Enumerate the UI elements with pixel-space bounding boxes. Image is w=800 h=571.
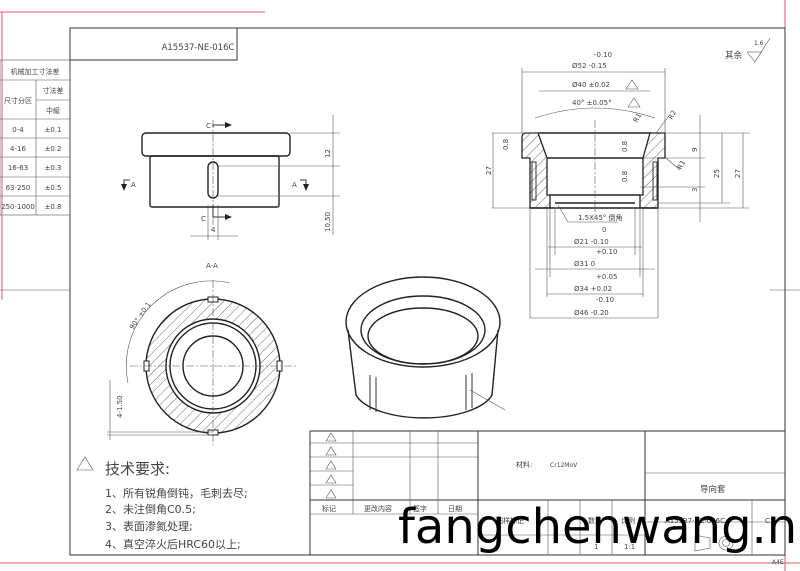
- part-name: 导向套: [700, 484, 726, 495]
- dim-d46: Ø46 -0.20: [574, 309, 609, 317]
- header-date: 日期: [448, 505, 462, 513]
- header-mark: 标记: [322, 504, 336, 513]
- radius-r2: R2: [667, 109, 679, 121]
- row-range: 4-16: [10, 145, 26, 153]
- slot-dim: 4-1.50: [116, 395, 124, 418]
- material-value: Cr12MoV: [550, 462, 578, 469]
- material-label: 材料:: [516, 460, 532, 469]
- dim-d21-upper: 0: [602, 226, 606, 234]
- row-range: 16-63: [8, 164, 28, 172]
- dim-d34: Ø34 +0.02: [574, 285, 612, 293]
- row-tol: ±0.5: [45, 184, 62, 192]
- dim-25: 25: [713, 169, 721, 178]
- dim-d31-upper: +0.10: [596, 248, 617, 256]
- chamfer-note: 1.5X45° 倒角: [578, 213, 623, 222]
- dim-d34-upper: +0.05: [596, 273, 617, 281]
- section-view: 27 9 3 25 27 -0.10 Ø52 -0.15 Ø40 ±0.02 4…: [485, 51, 750, 319]
- header-sign: 签字: [413, 504, 427, 513]
- dim-4: 4: [211, 226, 216, 234]
- dim-9: 9: [691, 148, 699, 152]
- tolerance-table-title: 机械加工寸法差: [11, 67, 60, 76]
- watermark: fangchenwang.net: [398, 499, 800, 555]
- dim-d21: Ø21 -0.10: [574, 238, 609, 246]
- tolerance-table: 机械加工寸法差 尺寸分区 寸法差 中級 0-4 ±0.1 4-16 ±0.2 1…: [0, 59, 71, 216]
- dim-d52: Ø52 -0.15: [572, 62, 607, 70]
- dim-12: 12: [324, 149, 332, 158]
- section-aa-label: A-A: [206, 262, 218, 270]
- mirrored-code: A15537-NE-016C: [162, 43, 235, 53]
- mirrored-code-box: A15537-NE-016C: [69, 27, 238, 61]
- radius-r1: R1: [632, 112, 644, 124]
- row-tol: ±0.8: [45, 203, 62, 211]
- surface-value: 1.6: [754, 40, 764, 47]
- row-tol: ±0.3: [45, 164, 62, 172]
- row-range: 0-4: [12, 126, 24, 134]
- header-qty: 数量: [588, 516, 602, 525]
- dim-27-right: 27: [734, 169, 742, 178]
- sheet-size: A4E: [772, 559, 784, 566]
- title-block: 标记 更改内容 签字 日期 材料: Cr12MoV 导向套 图样标记 数量 比例…: [309, 430, 786, 566]
- roughness-0-8: 0.8: [621, 171, 629, 182]
- drawing-code: A15537-NE-016C: [665, 517, 725, 525]
- radius-r1: R1: [676, 159, 688, 171]
- dim-27-left: 27: [485, 166, 493, 175]
- revision-marks: [325, 432, 337, 499]
- code-suffix: C: [765, 517, 770, 525]
- tech-req-item: 3、表面渗氮处理;: [105, 519, 193, 533]
- col-size-range: 尺寸分区: [4, 96, 32, 105]
- section-c-label: C: [206, 122, 211, 130]
- tech-req-item: 1、所有锐角倒钝，毛刺去尽;: [105, 486, 248, 500]
- header-scale: 比例: [621, 516, 635, 525]
- col-tolerance: 寸法差: [43, 86, 64, 95]
- dim-10-50: 10.50: [324, 212, 332, 232]
- section-aa-view: A-A 90° ±0.1 4-1.50: [107, 262, 298, 445]
- surface-roughness-note: 其余 1.6: [725, 37, 771, 63]
- dim-d31: Ø31 0: [574, 260, 595, 268]
- isometric-view: [345, 276, 506, 419]
- tech-req-item: 4、真空淬火后HRC60以上;: [105, 537, 241, 551]
- header-change: 更改内容: [364, 504, 392, 513]
- row-range: 63-250: [6, 184, 31, 192]
- quantity-value: 1: [594, 543, 598, 551]
- tech-req-item: 2、未注倒角C0.5;: [105, 502, 196, 516]
- front-view: C C A A 12 10.50 4: [121, 115, 340, 240]
- header-drawing-mark: 图样标记: [496, 516, 524, 525]
- tech-req-title: 技术要求:: [105, 460, 170, 478]
- dim-d40: Ø40 ±0.02: [572, 81, 610, 89]
- row-tol: ±0.1: [45, 126, 62, 134]
- angle-dim: 90° ±0.1: [128, 301, 153, 332]
- dim-d46-upper: -0.10: [596, 296, 614, 304]
- roughness-0-8: 0.8: [502, 139, 510, 150]
- surface-note-label: 其余: [725, 50, 743, 61]
- section-c-label: C: [201, 215, 206, 223]
- roughness-0-8: 0.8: [621, 141, 629, 152]
- section-a-label: A: [292, 181, 297, 189]
- col-grade: 中級: [46, 106, 60, 115]
- projection-symbol-icon: [694, 534, 734, 552]
- tech-requirements: 技术要求: 1、所有锐角倒钝，毛刺去尽; 2、未注倒角C0.5; 3、表面渗氮处…: [76, 456, 248, 551]
- dim-angle-40: 40° ±0.05°: [572, 99, 612, 107]
- scale-value: 1:1: [624, 543, 635, 551]
- dim-3: 3: [691, 188, 699, 192]
- row-range: 250-1000: [1, 203, 35, 211]
- dim-d52-upper: -0.10: [594, 51, 612, 59]
- row-tol: ±0.2: [45, 145, 62, 153]
- section-a-label: A: [131, 181, 136, 189]
